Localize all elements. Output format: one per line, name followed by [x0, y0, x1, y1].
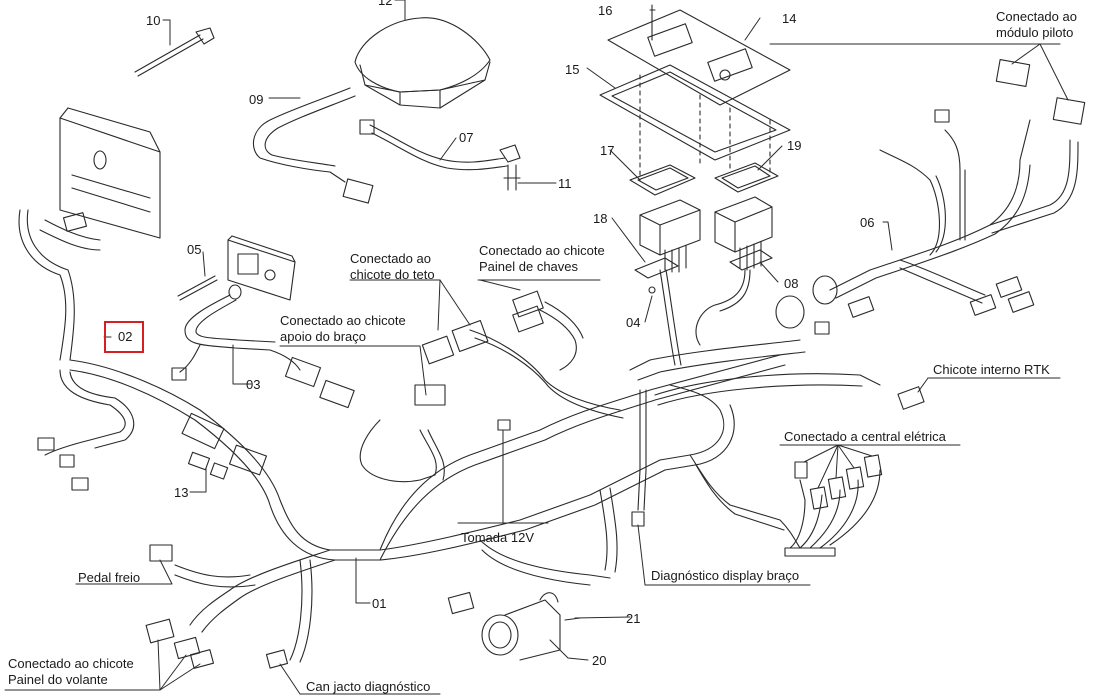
part-number-04: 04: [626, 315, 641, 330]
part-number-21: 21: [626, 611, 641, 626]
part-monitor: [227, 235, 296, 301]
callout-painel-volante-line1: Conectado ao chicote: [8, 656, 134, 671]
part-05-bolt: [177, 275, 218, 301]
main-harness-01: [69, 339, 881, 663]
part-20-round-connector: [481, 592, 561, 661]
callout-chicote-teto: Conectado ao chicote do teto: [350, 251, 435, 283]
part-number-08: 08: [784, 276, 799, 291]
part-18-switch-right: [714, 196, 773, 271]
part-18-switch-left: [639, 199, 701, 273]
part-19-frame: [714, 162, 779, 193]
part-15-gasket: [599, 64, 791, 161]
callout-painel-chaves-line1: Conectado ao chicote: [479, 243, 605, 258]
callout-painel-volante-line2: Painel do volante: [8, 672, 108, 687]
callout-painel-chaves: Conectado ao chicote Painel de chaves: [479, 243, 605, 275]
part-number-06: 06: [860, 215, 875, 230]
callout-chicote-teto-line2: chicote do teto: [350, 267, 435, 282]
callout-painel-chaves-line2: Painel de chaves: [479, 259, 579, 274]
part-11-connector: [499, 144, 521, 191]
assembly-dashlines: [639, 74, 771, 181]
harness-07: [369, 124, 508, 171]
part-number-14: 14: [782, 11, 797, 26]
callout-apoio-braco-line1: Conectado ao chicote: [280, 313, 406, 328]
callout-pedal-freio: Pedal freio: [78, 570, 141, 585]
part-number-19: 19: [787, 138, 802, 153]
callout-modulo-piloto: Conectado ao módulo piloto: [996, 9, 1077, 41]
callout-modulo-piloto-line2: módulo piloto: [996, 25, 1074, 40]
part-number-02: 02: [118, 329, 133, 344]
part-number-05: 05: [187, 242, 202, 257]
callout-apoio-braco: Conectado ao chicote apoio do braço: [280, 313, 406, 345]
part-number-20: 20: [592, 653, 607, 668]
harness-upper-middle: [359, 269, 751, 483]
part-number-01: 01: [372, 596, 387, 611]
callout-diagnostico-display: Diagnóstico display braço: [651, 568, 800, 583]
part-number-17: 17: [600, 143, 615, 158]
callout-modulo-piloto-line1: Conectado ao: [996, 9, 1077, 24]
part-number-15: 15: [565, 62, 580, 77]
harness-03: [179, 294, 301, 373]
part-number-13: 13: [174, 485, 189, 500]
central-eletrica-bundle: [784, 469, 881, 557]
leader-lines: [4, 0, 1069, 695]
part-10-rod: [134, 27, 215, 77]
callout-chicote-teto-line1: Conectado ao: [350, 251, 431, 266]
callout-rtk: Chicote interno RTK: [933, 362, 1050, 377]
part-04-frame: [634, 257, 679, 294]
harness-09: [252, 87, 356, 183]
callout-painel-volante: Conectado ao chicote Painel do volante: [8, 656, 134, 688]
part-08-frame: [729, 249, 773, 271]
part-number-07: 07: [459, 130, 474, 145]
part-display-left: [59, 107, 161, 239]
part-17-frame: [629, 164, 696, 196]
callout-tomada-12v: Tomada 12V: [461, 530, 534, 545]
callout-can-jacto: Can jacto diagnóstico: [306, 679, 431, 694]
callout-central-eletrica: Conectado a central elétrica: [784, 429, 946, 444]
part-14-plate: [607, 9, 791, 106]
part-number-12: 12: [378, 0, 393, 8]
part-number-09: 09: [249, 92, 264, 107]
callout-apoio-braco-line2: apoio do braço: [280, 329, 367, 344]
part-number-03: 03: [246, 377, 261, 392]
part-number-18: 18: [593, 211, 608, 226]
part-number-16: 16: [598, 3, 613, 18]
part-12-antenna: [354, 17, 491, 109]
harness-06: [829, 119, 1079, 304]
harness-02: [18, 209, 135, 456]
highlight-box-02: [104, 321, 144, 353]
part-number-11: 11: [558, 176, 572, 191]
part-number-10: 10: [146, 13, 161, 28]
misc-connectors: [37, 59, 1086, 669]
